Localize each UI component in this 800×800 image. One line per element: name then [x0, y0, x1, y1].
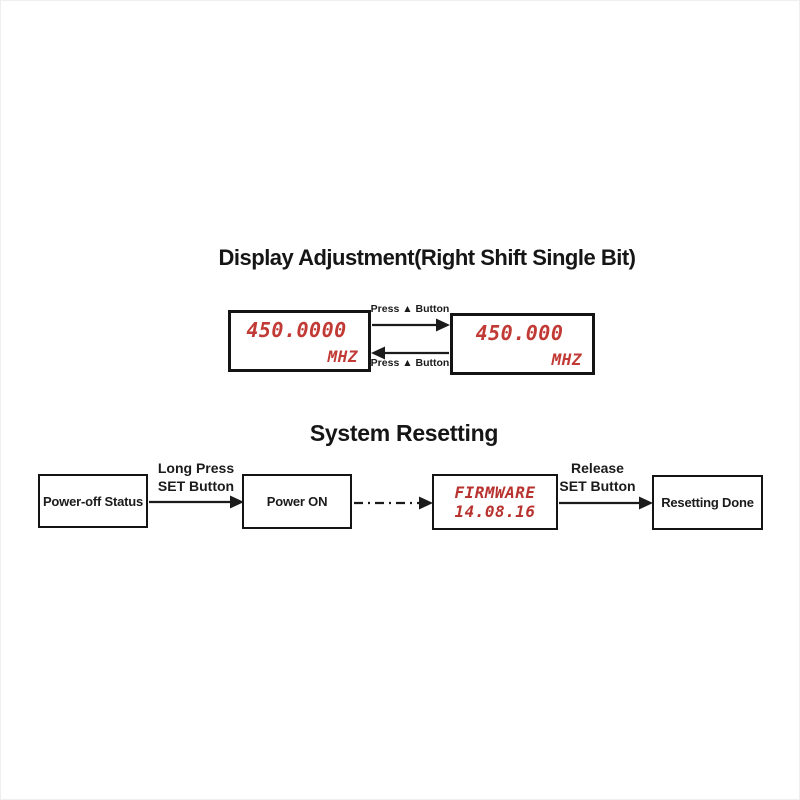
release-line1: Release [571, 460, 624, 476]
arrow-firmware-to-done [559, 496, 653, 510]
frequency-unit-right: MHZ [551, 350, 582, 369]
arrow-dash-dot-to-firmware [354, 496, 433, 510]
long-press-line1: Long Press [157, 460, 235, 476]
long-press-set-button-label: Long Press SET Button [141, 459, 251, 495]
firmware-line1: FIRMWARE [454, 482, 536, 502]
system-resetting-title: System Resetting [309, 420, 499, 446]
firmware-line2: 14.08.16 [454, 501, 536, 521]
lcd-display-right: 450.000 MHZ [450, 313, 595, 375]
long-press-line2: SET Button [157, 478, 235, 494]
lcd-display-left: 450.0000 MHZ [228, 310, 371, 372]
firmware-display-box: FIRMWARE 14.08.16 [432, 474, 558, 530]
release-set-button-label: Release SET Button [545, 459, 650, 495]
frequency-unit-left: MHZ [327, 347, 358, 366]
frequency-value-left: 450.0000 [246, 318, 347, 342]
arrow-power-off-to-power-on [149, 495, 244, 509]
press-up-button-label-bottom: Press ▲ Button [370, 357, 450, 369]
arrow-right-press-up [372, 318, 450, 332]
power-on-box: Power ON [242, 474, 352, 529]
power-off-status-label: Power-off Status [42, 493, 144, 509]
resetting-done-box: Resetting Done [652, 475, 763, 530]
release-line2: SET Button [559, 478, 636, 494]
frequency-value-right: 450.000 [475, 321, 564, 345]
resetting-done-label: Resetting Done [661, 495, 754, 510]
press-up-button-label-top: Press ▲ Button [370, 303, 450, 315]
power-on-label: Power ON [266, 494, 328, 509]
display-adjustment-title: Display Adjustment(Right Shift Single Bi… [218, 245, 636, 270]
power-off-status-box: Power-off Status [38, 474, 148, 528]
